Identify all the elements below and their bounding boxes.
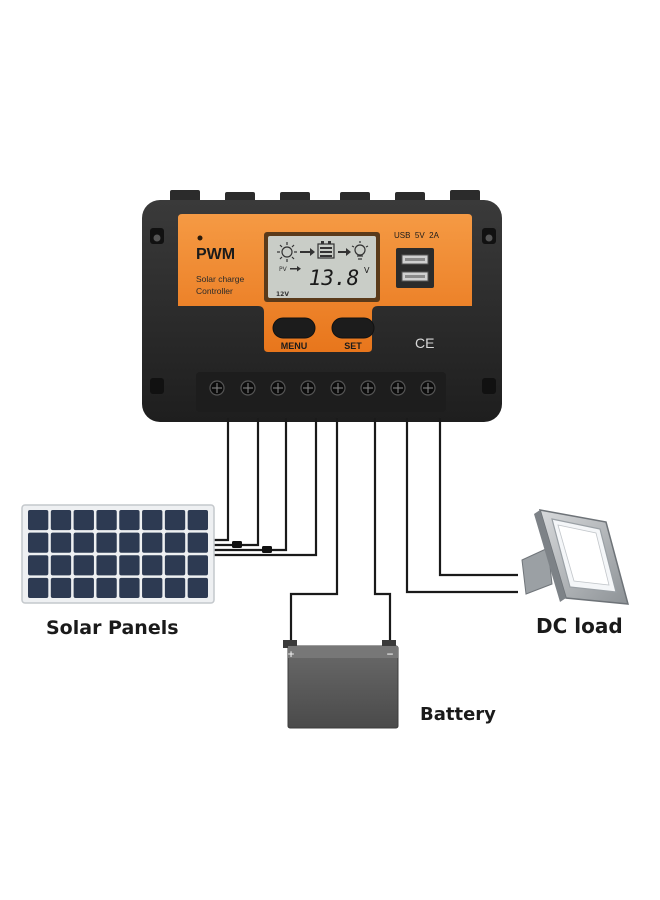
ce-mark: CE: [415, 335, 434, 351]
solar-cell: [142, 532, 163, 553]
solar-cell: [164, 510, 186, 531]
solar-cell: [73, 510, 94, 531]
solar-cell: [28, 577, 49, 598]
solar-cell: [142, 577, 163, 598]
battery-wire-positive: [289, 418, 339, 642]
solar-wire: [212, 418, 288, 552]
solar-cell: [164, 532, 186, 553]
load-wire: [405, 418, 518, 594]
subtitle-line-1: Solar charge: [196, 274, 244, 284]
solar-cell: [164, 555, 186, 576]
pv-arrow-icon: [290, 266, 301, 272]
wiring: [212, 418, 518, 642]
bulb-icon: [351, 241, 369, 260]
solar-cell: [187, 577, 208, 598]
solar-cell: [50, 532, 72, 553]
battery: + −: [283, 640, 399, 729]
solar-wire: [212, 418, 230, 542]
battery-level-icon: [317, 241, 335, 259]
solar-cell: [119, 510, 140, 531]
solar-cell: [28, 532, 49, 553]
load-wire: [438, 418, 518, 577]
terminal-screw[interactable]: [300, 380, 316, 396]
battery-wire-negative: [373, 418, 392, 642]
solar-cell: [50, 510, 72, 531]
lcd-system-voltage: 12V: [276, 291, 289, 298]
solar-cell: [28, 555, 49, 576]
solar-cell: [96, 532, 117, 553]
set-button[interactable]: [331, 317, 375, 339]
terminal-screw[interactable]: [209, 380, 225, 396]
solar-cell: [96, 510, 117, 531]
solar-cell: [50, 555, 72, 576]
solar-cells: [28, 510, 208, 598]
solar-cell: [119, 532, 140, 553]
solar-cell: [50, 577, 72, 598]
solar-cell: [142, 555, 163, 576]
dc-load-caption: DC load: [536, 614, 623, 638]
battery-caption: Battery: [420, 704, 496, 725]
solar-panels-caption: Solar Panels: [46, 617, 179, 639]
battery-negative-terminal: −: [386, 650, 394, 660]
lcd-voltage-reading: 13.8: [309, 266, 360, 290]
charge-controller: PWM Solar charge Controller: [142, 190, 502, 422]
set-button-label: SET: [344, 341, 362, 351]
terminal-screw[interactable]: [270, 380, 286, 396]
terminal-block: [196, 372, 446, 412]
solar-cell: [73, 532, 94, 553]
solar-cell: [28, 510, 49, 531]
solar-cell: [73, 555, 94, 576]
terminal-screw[interactable]: [330, 380, 346, 396]
solar-wire: [212, 418, 260, 547]
sun-icon: [277, 242, 297, 262]
lcd-pv-label: PV: [279, 266, 288, 273]
solar-cell: [187, 532, 208, 553]
solar-cell: [73, 577, 94, 598]
terminal-screw[interactable]: [390, 380, 406, 396]
load-arrow-icon: [338, 248, 351, 256]
solar-wire: [212, 418, 318, 557]
solar-cell: [119, 577, 140, 598]
terminal-screws: [209, 380, 436, 396]
flow-arrow-icon: [300, 248, 315, 256]
solar-cell: [187, 510, 208, 531]
solar-cell: [142, 510, 163, 531]
solar-cell: [164, 577, 186, 598]
mc4-connectors: [232, 541, 272, 553]
solar-panel: [21, 504, 215, 604]
terminal-screw[interactable]: [360, 380, 376, 396]
usb-ports: [396, 248, 434, 288]
brand-label: PWM: [196, 246, 235, 263]
terminal-screw[interactable]: [240, 380, 256, 396]
solar-cell: [96, 555, 117, 576]
menu-button[interactable]: [272, 317, 316, 339]
solar-cell: [119, 555, 140, 576]
lcd-display: PV 13.8 V 12V: [264, 232, 380, 302]
terminal-screw[interactable]: [420, 380, 436, 396]
solar-cell: [96, 577, 117, 598]
subtitle-line-2: Controller: [196, 286, 233, 296]
solar-cell: [187, 555, 208, 576]
floodlight-icon: [521, 509, 630, 605]
menu-button-label: MENU: [281, 341, 308, 351]
usb-label: USB 5V 2A: [394, 231, 440, 240]
lcd-unit: V: [364, 266, 370, 275]
battery-positive-terminal: +: [287, 650, 295, 660]
status-led: [197, 235, 203, 241]
